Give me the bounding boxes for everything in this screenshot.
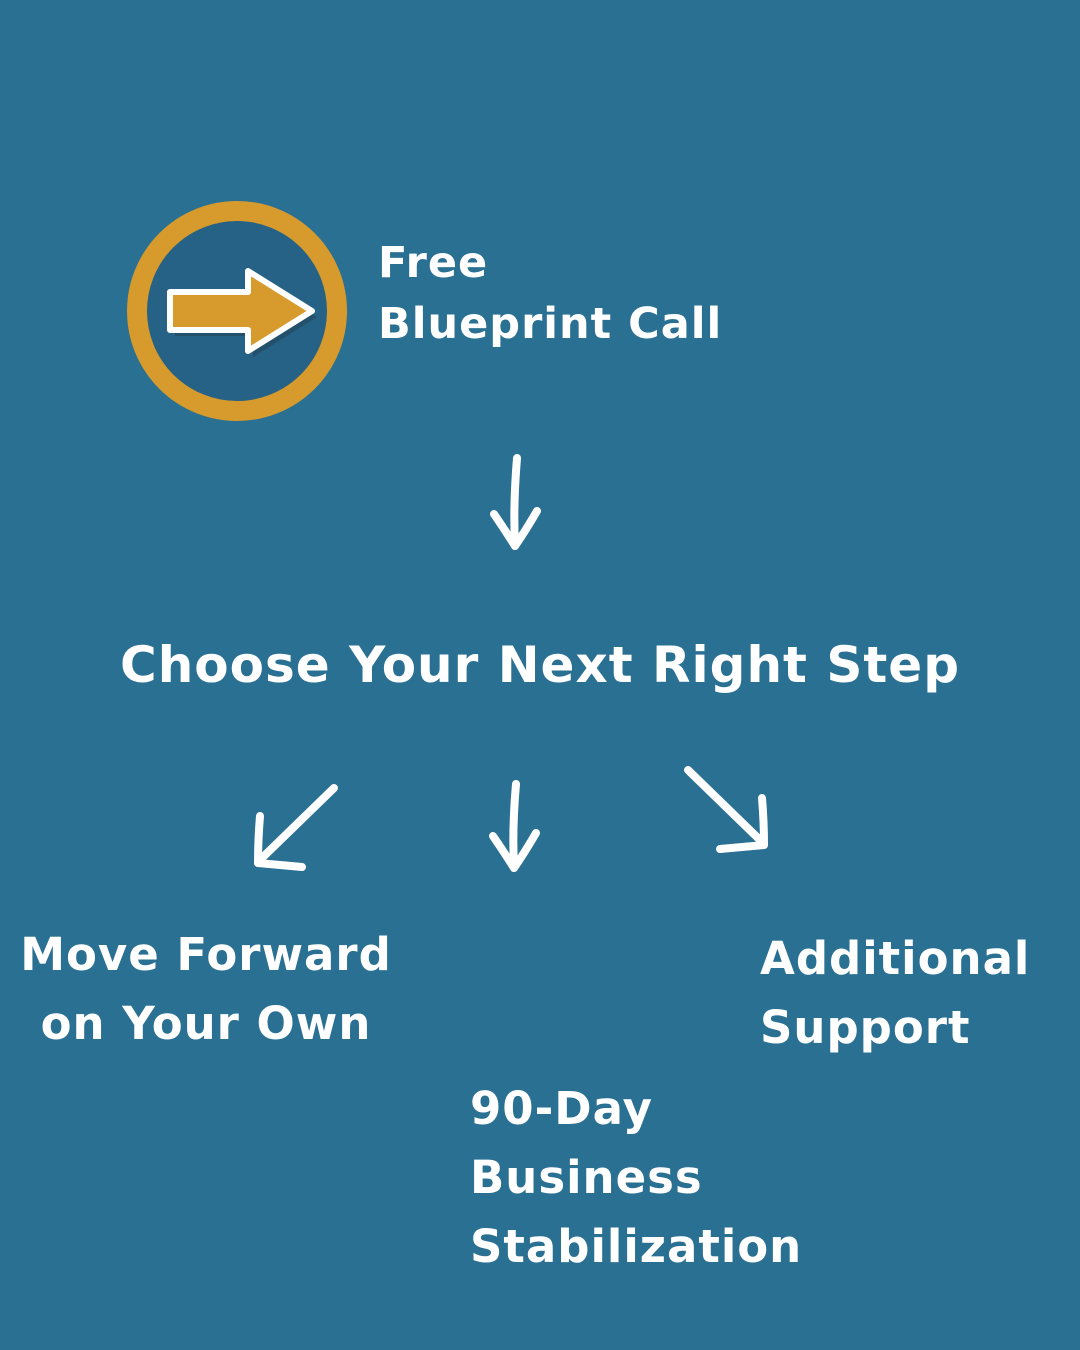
- arrow-down-center-icon: [483, 778, 547, 896]
- arrow-down-icon-svg: [490, 454, 541, 550]
- option-90-day-stabilization: 90-Day Business Stabilization: [470, 1074, 900, 1281]
- option-move-forward-line1: Move Forward: [20, 928, 392, 981]
- top-step-line2: Blueprint Call: [378, 299, 723, 349]
- arrow-down-icon: [484, 452, 548, 574]
- option-additional-support-line2: Support: [760, 1001, 971, 1054]
- option-move-forward-line2: on Your Own: [40, 997, 372, 1050]
- arrow-down-center-icon-svg: [489, 780, 540, 872]
- option-90-day-line1: 90-Day: [470, 1082, 653, 1135]
- top-step-label: Free Blueprint Call: [378, 233, 722, 355]
- arrow-down-left-icon-svg: [254, 784, 338, 871]
- right-arrow-icon: [127, 201, 347, 421]
- top-step-line1: Free: [378, 238, 489, 288]
- option-90-day-line2: Business: [470, 1151, 703, 1204]
- arrow-circle-badge: [126, 200, 348, 422]
- option-90-day-line3: Stabilization: [470, 1220, 803, 1273]
- arrow-down-right-icon-svg: [684, 766, 768, 853]
- option-additional-support: Additional Support: [760, 924, 1080, 1062]
- arrow-down-left-icon: [244, 778, 346, 880]
- option-move-forward: Move Forward on Your Own: [0, 920, 412, 1058]
- heading: Choose Your Next Right Step: [120, 636, 960, 694]
- option-additional-support-line1: Additional: [760, 932, 1031, 985]
- arrow-down-right-icon: [676, 760, 778, 862]
